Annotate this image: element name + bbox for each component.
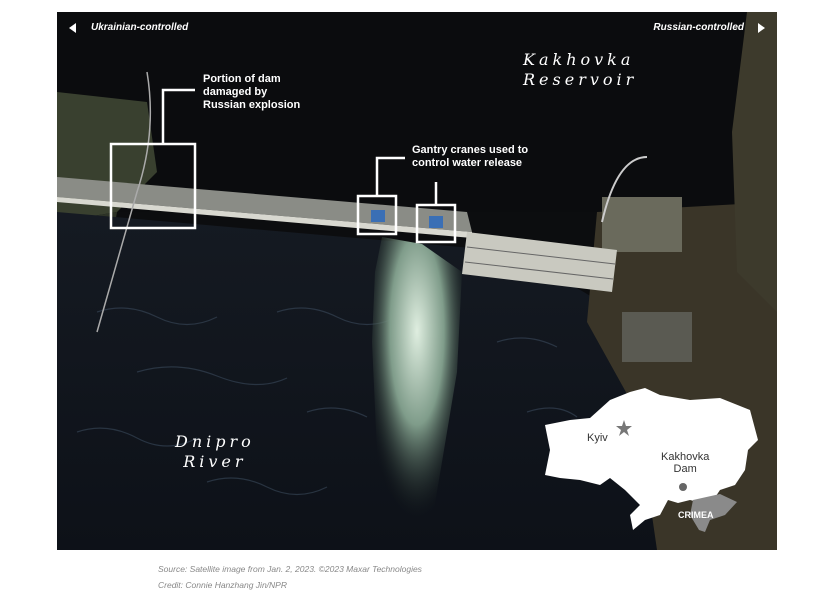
arrow-right-icon <box>758 23 765 33</box>
reservoir-label-line2: Reservoir <box>523 70 638 89</box>
source-caption: Source: Satellite image from Jan. 2, 202… <box>158 564 422 574</box>
dam-label: Kakhovka Dam <box>661 451 709 475</box>
dam-damage-box <box>109 142 197 230</box>
dam-structure <box>57 177 472 232</box>
jetty-left <box>96 71 152 333</box>
crane-2 <box>429 216 443 228</box>
crane-1 <box>371 210 385 222</box>
right-bank-north <box>732 12 777 312</box>
river-label: Dnipro River <box>175 432 255 472</box>
satellite-scene <box>57 12 777 550</box>
ukrainian-controlled-label: Ukrainian-controlled <box>91 22 189 33</box>
dam-spillway <box>57 197 472 238</box>
dam-marker-icon <box>679 483 687 491</box>
river-label-line2: River <box>183 452 247 471</box>
jetty-right <box>601 156 648 223</box>
reservoir-label-line1: Kakhovka <box>523 50 635 69</box>
dam-damage-leader <box>161 88 195 144</box>
dam-damage-annotation: Portion of dam damaged by Russian explos… <box>203 73 300 112</box>
kyiv-star-icon <box>616 420 632 436</box>
crimea-label: CRIMEA <box>678 510 714 520</box>
annotation-brackets <box>109 88 457 244</box>
water-release-jet <box>372 237 462 550</box>
crane-leader-1 <box>375 156 405 196</box>
crimea-shape <box>690 494 737 532</box>
russian-controlled-label: Russian-controlled <box>653 22 744 33</box>
cranes-annotation: Gantry cranes used to control water rele… <box>412 144 528 170</box>
cranes-line1: Gantry cranes used to <box>412 144 529 156</box>
dam-damage-line2: damaged by <box>203 86 268 98</box>
reservoir-water <box>57 12 777 212</box>
arrow-left-icon <box>69 23 76 33</box>
kyiv-label: Kyiv <box>587 432 608 444</box>
substation <box>622 312 692 362</box>
reservoir-label: Kakhovka Reservoir <box>523 50 637 90</box>
river-water <box>57 212 677 550</box>
powerhouse-lines <box>464 246 616 280</box>
credit-caption: Credit: Connie Hanzhang Jin/NPR <box>158 580 287 590</box>
dam-label-line2: Dam <box>673 463 697 475</box>
dam-damage-line1: Portion of dam <box>203 73 281 85</box>
dam-damage-line3: Russian explosion <box>203 99 301 111</box>
river-label-line1: Dnipro <box>175 432 255 451</box>
plant-area <box>602 197 682 252</box>
satellite-image: Ukrainian-controlled Russian-controlled … <box>57 12 777 550</box>
ukraine-outline <box>545 388 758 530</box>
dam-label-line1: Kakhovka <box>661 451 710 463</box>
powerhouse <box>462 232 617 292</box>
cranes-line2: control water release <box>412 157 523 169</box>
